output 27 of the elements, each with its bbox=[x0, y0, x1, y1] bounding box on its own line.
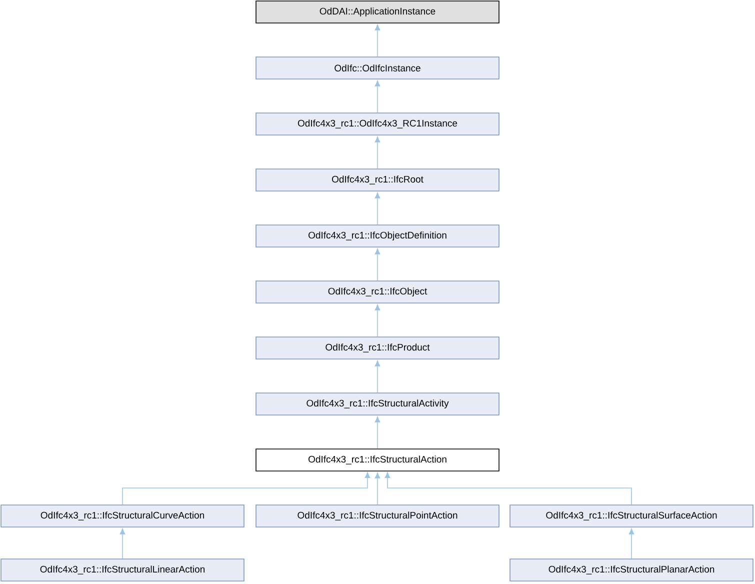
class-box: OdIfc4x3_rc1::IfcProduct bbox=[256, 336, 500, 360]
arrow bbox=[120, 528, 126, 559]
arrow bbox=[122, 472, 370, 505]
arrow bbox=[374, 192, 380, 225]
arrow bbox=[374, 80, 380, 113]
arrow bbox=[374, 472, 380, 505]
class-box: OdIfc::OdIfcInstance bbox=[256, 56, 500, 80]
class-box: OdIfc4x3_rc1::IfcObject bbox=[256, 280, 500, 304]
arrow bbox=[374, 24, 380, 57]
class-box: OdIfc4x3_rc1::IfcStructuralSurfaceAction bbox=[510, 504, 754, 528]
arrow bbox=[374, 248, 380, 281]
class-box: OdIfc4x3_rc1::IfcStructuralPlanarAction bbox=[510, 558, 754, 582]
class-box: OdIfc4x3_rc1::IfcStructuralActivity bbox=[256, 392, 500, 416]
class-box: OdIfc4x3_rc1::IfcRoot bbox=[256, 168, 500, 192]
class-box: OdIfc4x3_rc1::IfcStructuralCurveAction bbox=[0, 504, 244, 528]
arrow bbox=[374, 136, 380, 169]
class-box: OdIfc4x3_rc1::IfcStructuralAction bbox=[256, 448, 500, 472]
class-box: OdIfc4x3_rc1::IfcStructuralPointAction bbox=[256, 504, 500, 528]
class-box: OdIfc4x3_rc1::IfcObjectDefinition bbox=[256, 224, 500, 248]
class-box: OdIfc4x3_rc1::OdIfc4x3_RC1Instance bbox=[256, 112, 500, 136]
arrow bbox=[628, 528, 634, 559]
arrow bbox=[374, 304, 380, 337]
class-box: OdDAI::ApplicationInstance bbox=[256, 0, 500, 24]
arrow bbox=[374, 360, 380, 393]
arrow bbox=[384, 472, 632, 505]
arrow bbox=[374, 416, 380, 449]
class-box: OdIfc4x3_rc1::IfcStructuralLinearAction bbox=[0, 558, 244, 582]
